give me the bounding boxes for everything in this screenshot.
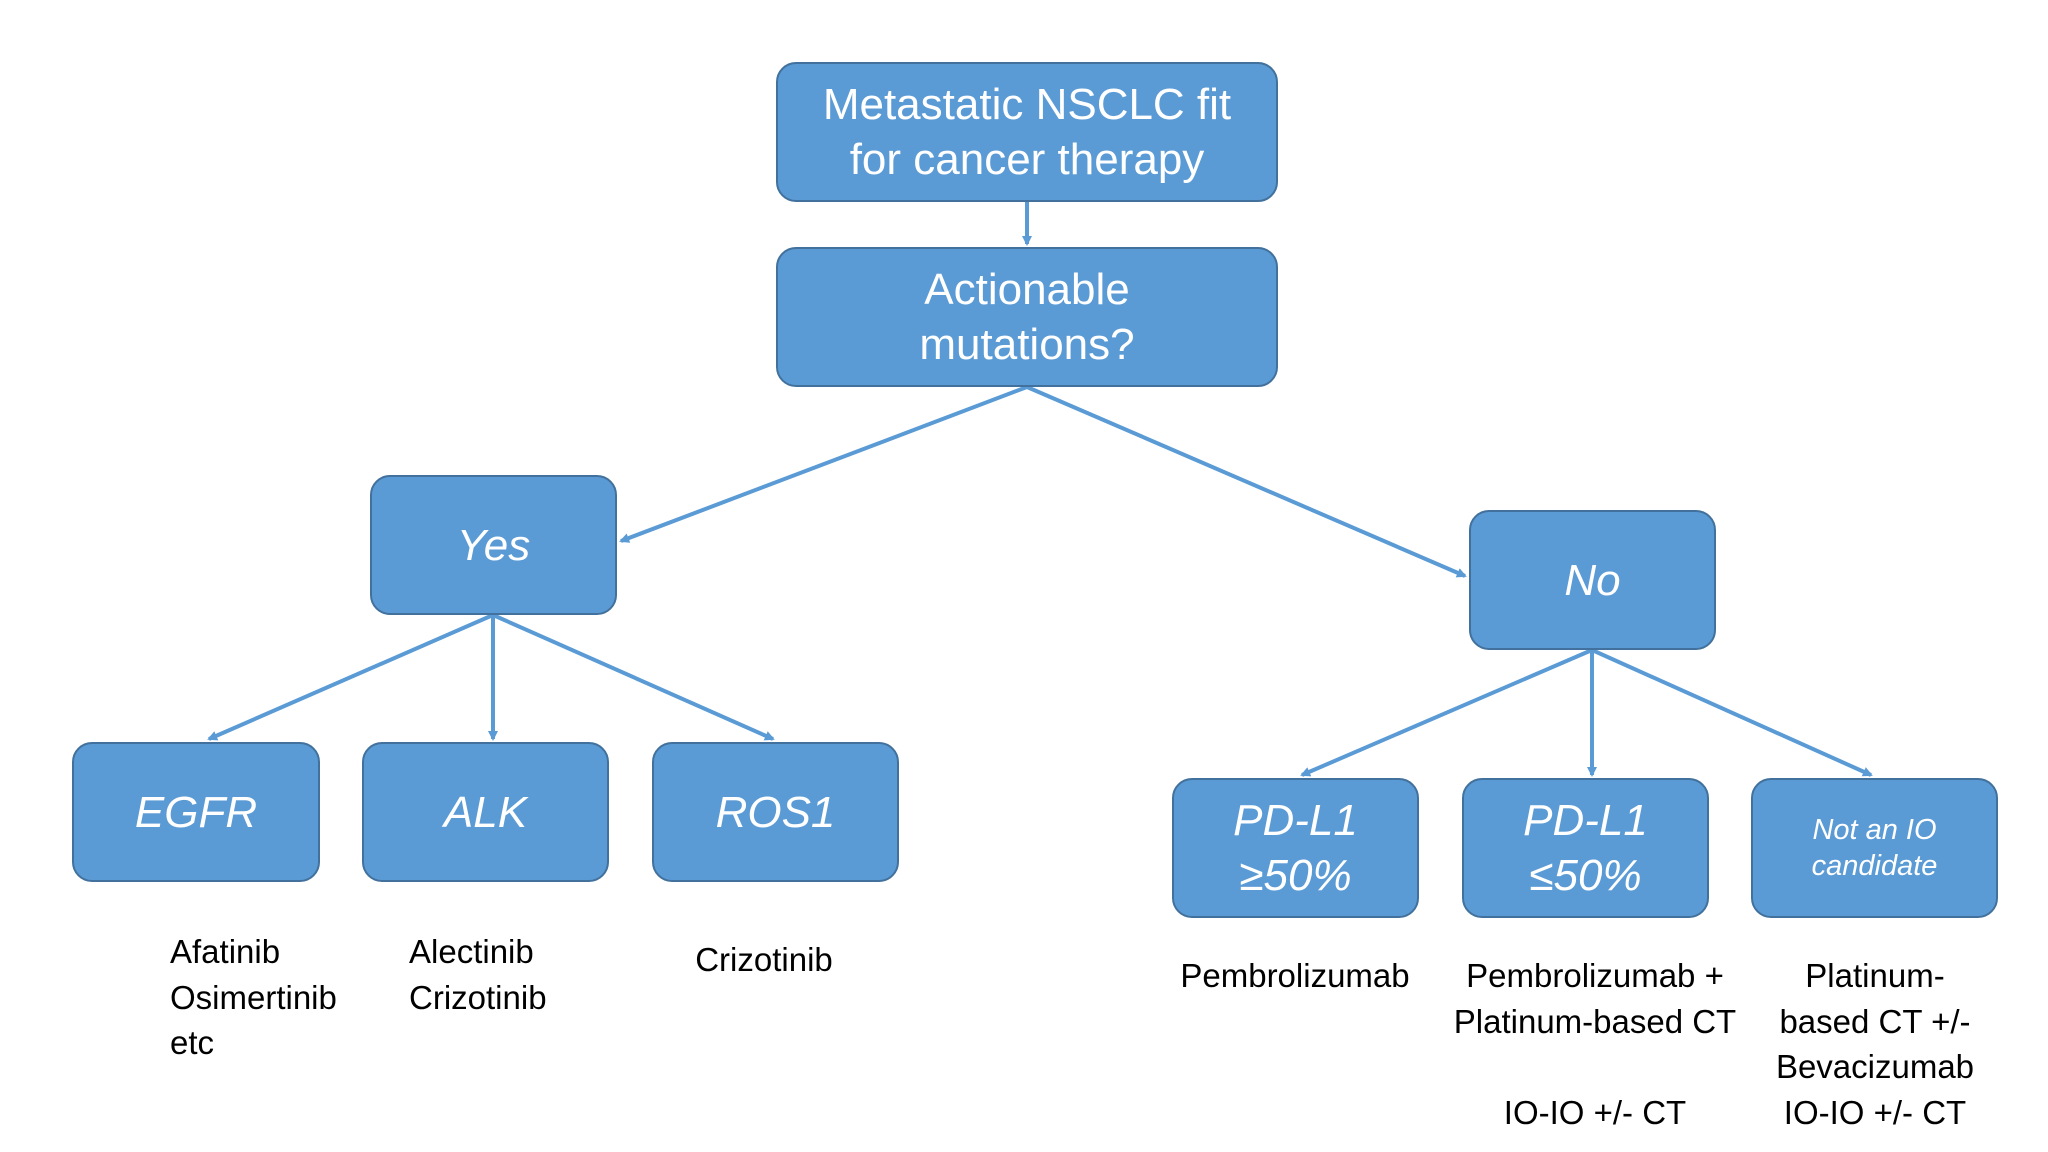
alk-treatments: Alectinib Crizotinib <box>409 933 547 1016</box>
arrow-question-to-no <box>1026 385 1467 578</box>
yes-node: Yes <box>370 475 617 615</box>
arrow-yes-to-ros1 <box>492 613 775 741</box>
ros1-node: ROS1 <box>652 742 899 882</box>
actionable-mutations-node: Actionable mutations? <box>776 247 1278 387</box>
alk-node: ALK <box>362 742 609 882</box>
arrow-yes-to-egfr <box>207 613 494 741</box>
not-io-candidate-node: Not an IO candidate <box>1751 778 1998 918</box>
no-node: No <box>1469 510 1716 650</box>
pdl1-low-treatments: Pembrolizumab + Platinum-based CT IO-IO … <box>1453 957 1737 1131</box>
arrow-no-to-pdl1-high <box>1300 648 1593 777</box>
ros1-treatments: Crizotinib <box>695 941 833 978</box>
egfr-node: EGFR <box>72 742 320 882</box>
root-node: Metastatic NSCLC fit for cancer therapy <box>776 62 1278 202</box>
arrow-question-to-yes <box>619 385 1028 543</box>
egfr-treatments: Afatinib Osimertinib etc <box>170 933 337 1062</box>
pdl1-high-node: PD-L1 ≥50% <box>1172 778 1419 918</box>
pdl1-high-treatments: Pembrolizumab <box>1180 957 1410 994</box>
pdl1-low-node: PD-L1 ≤50% <box>1462 778 1709 918</box>
arrow-no-to-not-io <box>1591 648 1873 777</box>
not-io-treatments: Platinum- based CT +/- Bevacizumab IO-IO… <box>1775 957 1975 1131</box>
